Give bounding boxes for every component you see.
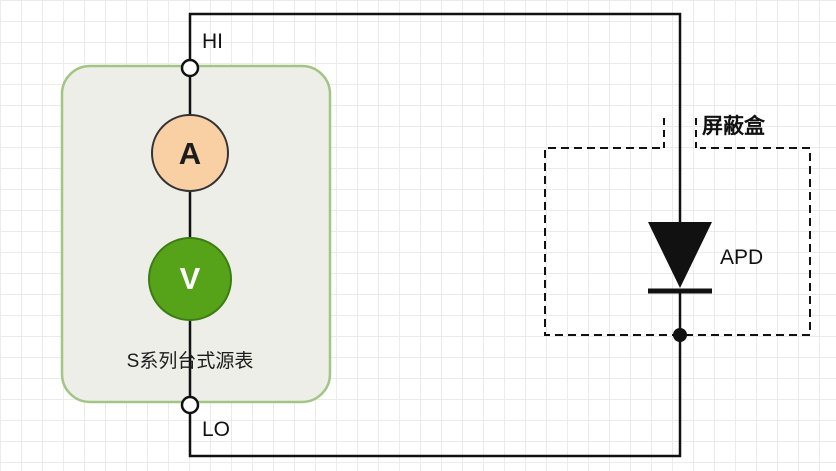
lo-terminal [180, 395, 200, 415]
hi-terminal-label: HI [202, 30, 223, 53]
voltmeter-circle [148, 237, 232, 321]
hi-terminal [180, 58, 200, 78]
junction-dot [673, 328, 687, 342]
wire-bottom [188, 292, 682, 458]
lo-terminal-label: LO [202, 418, 231, 441]
source-meter-name-label: S系列台式源表 [126, 351, 254, 372]
wire-top [188, 12, 682, 222]
ammeter-circle [151, 114, 229, 192]
apd-diode-triangle [648, 222, 712, 288]
apd-device-label: APD [720, 246, 764, 269]
ammeter-symbol-label: A [178, 136, 202, 171]
shield-box-label: 屏蔽盒 [702, 115, 765, 138]
voltmeter-symbol-label: V [179, 261, 201, 296]
